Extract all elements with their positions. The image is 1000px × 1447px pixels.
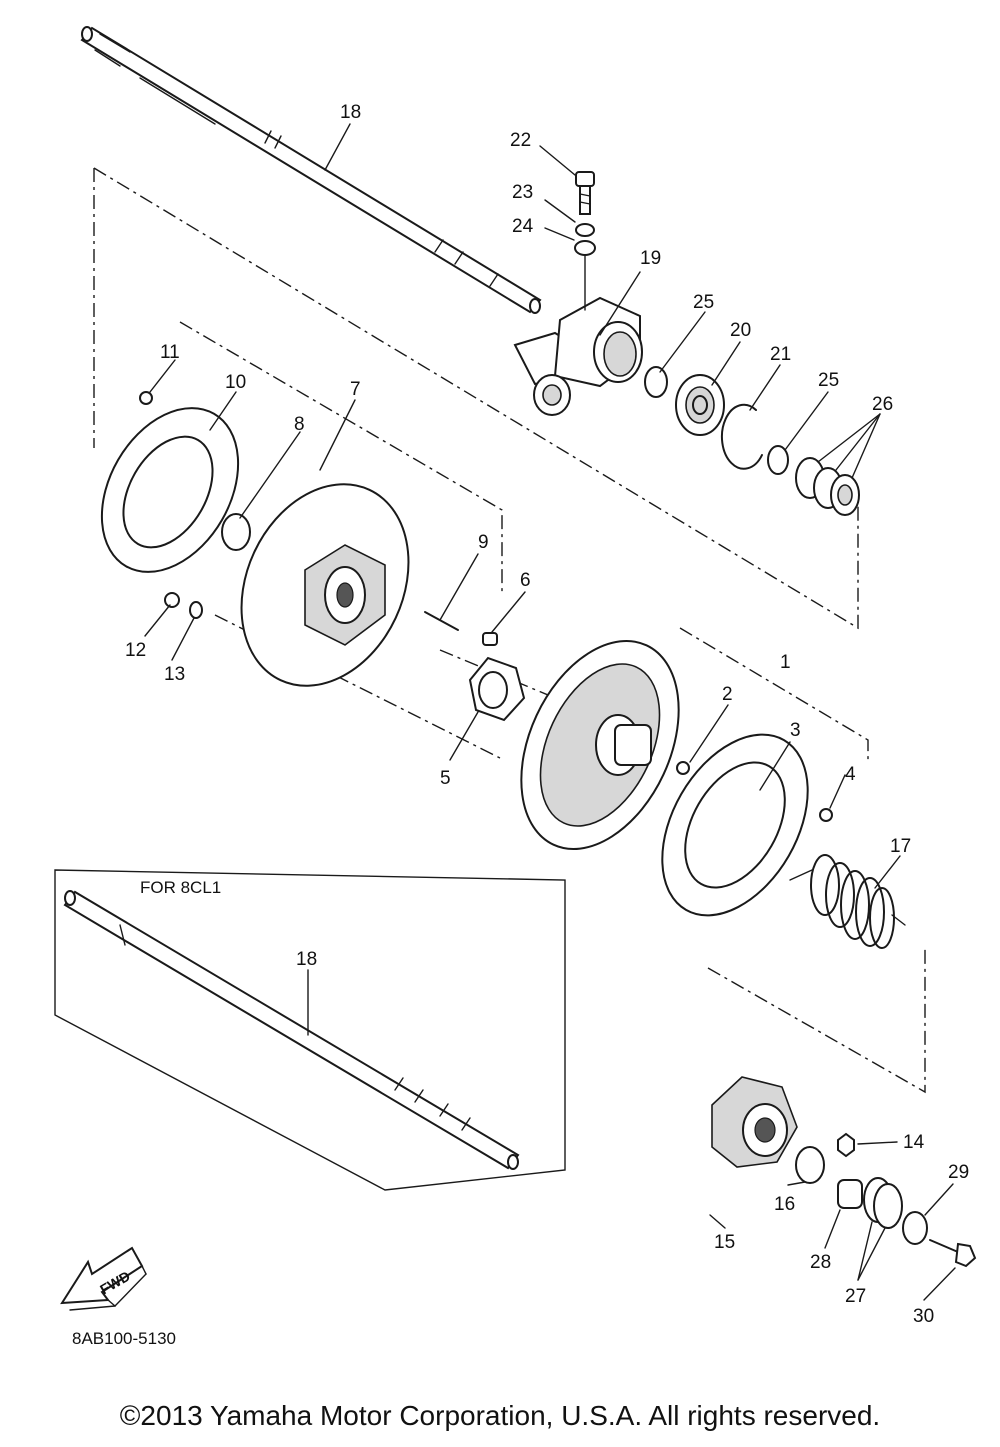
callout-4: 4 bbox=[845, 764, 856, 785]
frame-upper-right bbox=[93, 167, 859, 630]
leader-lines bbox=[144, 123, 956, 1301]
screw-6 bbox=[482, 632, 498, 646]
bolt-22 bbox=[575, 171, 595, 215]
callout-26: 26 bbox=[872, 394, 893, 415]
washer-23 bbox=[575, 223, 595, 237]
fwd-arrow-icon bbox=[60, 1246, 147, 1311]
washer-24 bbox=[574, 240, 596, 256]
frame-primary-group bbox=[679, 627, 869, 760]
bearing-housing bbox=[513, 296, 643, 416]
callout-11: 11 bbox=[160, 342, 180, 363]
drive-shaft-upper bbox=[80, 26, 542, 314]
callout-9: 9 bbox=[478, 532, 489, 553]
bolt-11 bbox=[139, 391, 153, 405]
callout-18-lower: 18 bbox=[296, 949, 317, 970]
frame-sheave-group bbox=[179, 321, 503, 595]
callout-22: 22 bbox=[510, 130, 531, 151]
callout-8: 8 bbox=[294, 414, 305, 435]
variant-label: FOR 8CL1 bbox=[140, 878, 221, 897]
bushing-8 bbox=[221, 513, 251, 551]
snap-ring-21 bbox=[720, 403, 763, 470]
bearing-20 bbox=[675, 374, 725, 436]
sheave-plate-10 bbox=[100, 407, 240, 573]
callout-19: 19 bbox=[640, 248, 661, 269]
callout-28: 28 bbox=[810, 1252, 831, 1273]
drive-shaft-lower bbox=[63, 890, 520, 1170]
callout-30: 30 bbox=[913, 1306, 934, 1327]
callout-14: 14 bbox=[903, 1132, 925, 1153]
fixed-sheave-1 bbox=[520, 640, 680, 850]
callout-15: 15 bbox=[714, 1232, 735, 1253]
callout-24: 24 bbox=[512, 216, 534, 237]
bolt-2 bbox=[676, 761, 690, 775]
stud-9 bbox=[424, 611, 459, 631]
spring-17 bbox=[789, 854, 906, 949]
circlip-25-b bbox=[767, 445, 789, 475]
callout-18-upper: 18 bbox=[340, 102, 361, 123]
callout-5: 5 bbox=[440, 768, 451, 789]
callout-1: 1 bbox=[780, 652, 791, 673]
spacer-set-26 bbox=[795, 457, 860, 516]
copyright-notice: ©2013 Yamaha Motor Corporation, U.S.A. A… bbox=[119, 1400, 881, 1431]
callout-13: 13 bbox=[164, 664, 185, 685]
washer-13 bbox=[189, 601, 203, 619]
washer-29 bbox=[902, 1211, 928, 1245]
frame-cam-group bbox=[707, 945, 926, 1094]
nut-14 bbox=[837, 1132, 855, 1158]
callout-10: 10 bbox=[225, 372, 246, 393]
callout-25-a: 25 bbox=[693, 292, 714, 313]
spacer-27 bbox=[863, 1177, 903, 1229]
callout-16: 16 bbox=[774, 1194, 795, 1215]
callout-17: 17 bbox=[890, 836, 911, 857]
callout-23: 23 bbox=[512, 182, 533, 203]
callout-7: 7 bbox=[350, 379, 361, 400]
bushing-16 bbox=[795, 1146, 825, 1184]
collar-28 bbox=[837, 1179, 863, 1209]
variant-frame bbox=[54, 869, 566, 1191]
part-number-code: 8AB100-5130 bbox=[72, 1329, 176, 1348]
bolt-4 bbox=[819, 808, 833, 822]
cam-15 bbox=[711, 1076, 798, 1168]
bolt-30 bbox=[929, 1239, 977, 1268]
gasket-5 bbox=[468, 656, 526, 722]
callout-3: 3 bbox=[790, 720, 801, 741]
callout-6: 6 bbox=[520, 570, 531, 591]
callout-20: 20 bbox=[730, 320, 751, 341]
moveable-sheave-7 bbox=[240, 483, 410, 687]
circlip-25-a bbox=[644, 366, 668, 398]
callout-25-b: 25 bbox=[818, 370, 839, 391]
callout-29: 29 bbox=[948, 1162, 969, 1183]
bolt-12 bbox=[164, 592, 180, 608]
callout-27: 27 bbox=[845, 1286, 866, 1307]
callout-21: 21 bbox=[770, 344, 791, 365]
callout-12: 12 bbox=[125, 640, 146, 661]
callout-2: 2 bbox=[722, 684, 733, 705]
sheave-plate-3 bbox=[661, 733, 809, 917]
